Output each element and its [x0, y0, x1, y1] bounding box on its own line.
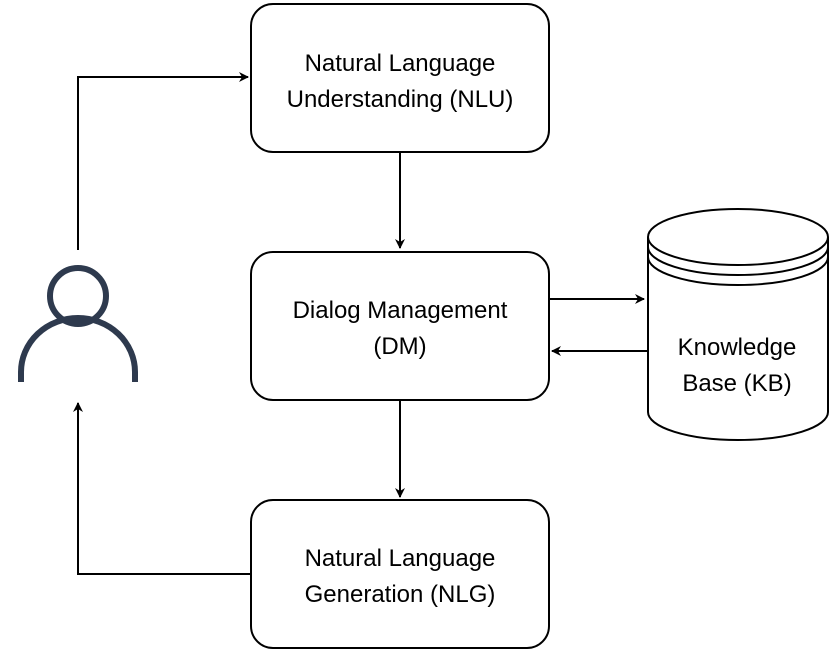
- nlu-node: Natural Language Understanding (NLU): [250, 3, 550, 153]
- edge-nlg-to-user: [73, 402, 252, 575]
- nlg-node: Natural Language Generation (NLG): [250, 499, 550, 649]
- dm-label-line1: Dialog Management: [293, 297, 508, 324]
- nlg-label-line2: Generation (NLG): [305, 581, 496, 608]
- user-head: [47, 265, 109, 327]
- user-icon: [18, 265, 138, 382]
- dm-label-line2: (DM): [373, 333, 426, 360]
- nlu-label-line1: Natural Language: [305, 50, 496, 77]
- user-body: [18, 315, 138, 382]
- kb-node: Knowledge Base (KB): [647, 208, 829, 441]
- kb-label-line1: Knowledge: [678, 334, 797, 361]
- nlg-label-line1: Natural Language: [305, 545, 496, 572]
- edge-user-to-nlu: [77, 72, 249, 250]
- kb-label-line2: Base (KB): [682, 370, 791, 397]
- database-icon: [647, 208, 829, 441]
- dm-node: Dialog Management (DM): [250, 251, 550, 401]
- edges: [73, 72, 648, 575]
- nlu-label-line2: Understanding (NLU): [287, 86, 514, 113]
